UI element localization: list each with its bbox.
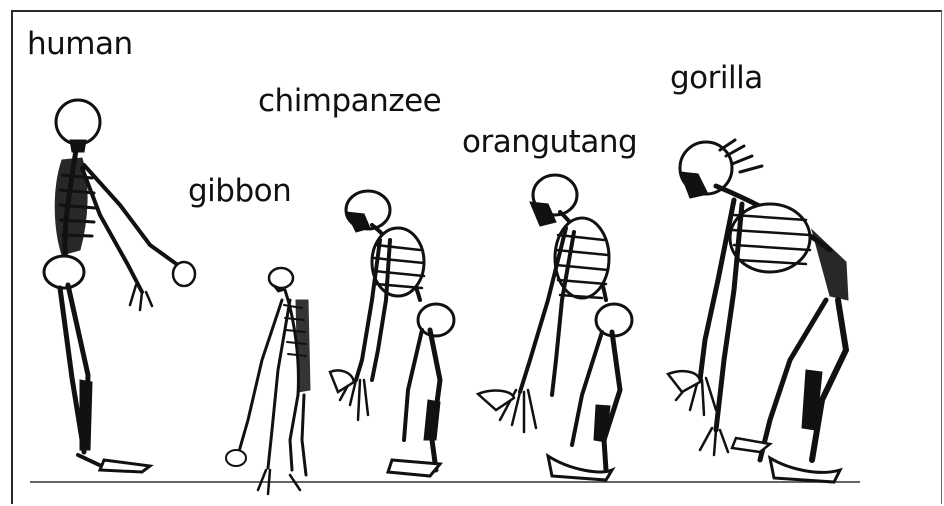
- human-skeleton: [44, 100, 195, 472]
- label-chimpanzee: chimpanzee: [258, 86, 441, 117]
- label-gorilla: gorilla: [670, 63, 763, 94]
- label-human: human: [27, 29, 133, 60]
- gorilla-skeleton: [668, 140, 848, 482]
- label-orangutang: orangutang: [462, 127, 637, 158]
- label-gibbon: gibbon: [188, 176, 291, 207]
- chimpanzee-skeleton: [330, 191, 454, 476]
- orangutang-skeleton: [478, 175, 632, 480]
- gibbon-skeleton: [226, 268, 310, 494]
